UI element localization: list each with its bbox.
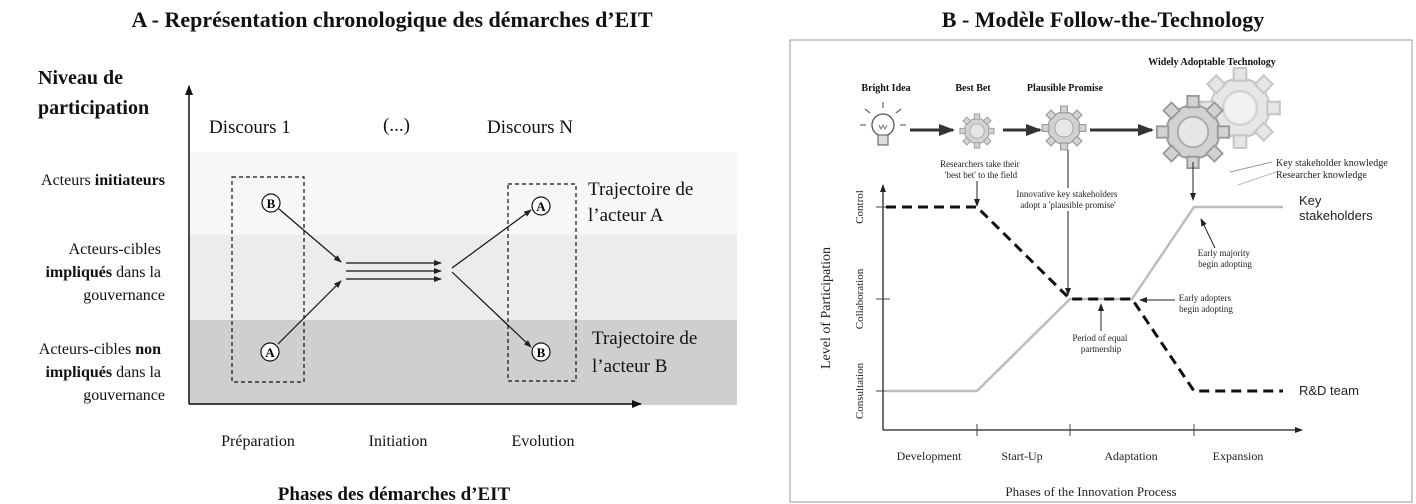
trajectory-b-in xyxy=(278,208,342,263)
key-knowledge-pointer xyxy=(1229,161,1273,173)
discourse-1-label: Discours 1 xyxy=(209,117,291,138)
stage-best-bet: Best Bet xyxy=(955,83,991,94)
b-phase-startup: Start-Up xyxy=(1001,449,1042,463)
phase-evolution: Evolution xyxy=(511,433,574,450)
key-stakeholders-label: Key stakeholders xyxy=(1299,193,1373,223)
level-initiators: Acteurs initiateurs xyxy=(41,172,165,189)
panel-b: B - Modèle Follow-the-Technology Bright … xyxy=(789,7,1413,503)
svg-text:A: A xyxy=(265,345,275,360)
innovative-annotation: Innovative key stakeholders adopt a 'pla… xyxy=(1016,189,1119,210)
phase-preparation: Préparation xyxy=(221,433,295,450)
preparation-dashed-box xyxy=(231,176,305,383)
trajectory-a-out xyxy=(451,209,532,269)
trajectory-b-out xyxy=(451,271,532,348)
lightbulb-icon xyxy=(860,102,906,146)
node-b-end: B xyxy=(531,342,551,362)
panel-b-title: B - Modèle Follow-the-Technology xyxy=(942,7,1264,32)
svg-text:A: A xyxy=(536,199,546,214)
best-bet-gear-icon xyxy=(959,113,995,149)
node-a-end: A xyxy=(531,196,551,216)
stage-plausible-promise: Plausible Promise xyxy=(1027,83,1104,94)
discourse-n-label: Discours N xyxy=(487,117,573,138)
early-adopters-annotation: Early adopters begin adopting xyxy=(1179,293,1234,314)
trajectory-a-in xyxy=(277,280,342,345)
trajectory-a-label-line2: l’acteur A xyxy=(588,205,664,226)
phase-initiation: Initiation xyxy=(369,433,428,450)
plausible-promise-gear-icon xyxy=(1041,105,1087,151)
panel-a-title: A - Représentation chronologique des dém… xyxy=(131,7,652,32)
b-y-tick-control: Control xyxy=(854,190,866,224)
equal-partnership-annotation: Period of equal partnership xyxy=(1072,333,1129,354)
level-not-involved: Acteurs-cibles non impliqués dans la gou… xyxy=(39,341,165,404)
stage-widely-adoptable: Widely Adoptable Technology xyxy=(1148,57,1276,68)
discourse-dots-label: (...) xyxy=(383,115,410,136)
trajectory-b-label-line1: Trajectoire de xyxy=(592,328,697,349)
trajectory-b-label-line2: l’acteur B xyxy=(592,356,667,377)
band-involved xyxy=(189,235,737,320)
early-majority-pointer xyxy=(1200,218,1216,249)
key-stakeholder-gear-icon xyxy=(1155,94,1231,170)
b-phase-development: Development xyxy=(897,449,962,463)
key-knowledge-label: Key stakeholder knowledge xyxy=(1276,158,1388,169)
y-axis-label-line1: Niveau de xyxy=(38,67,123,89)
key-stakeholders-line xyxy=(886,205,1283,393)
panel-a: A - Représentation chronologique des dém… xyxy=(38,7,737,504)
b-phase-expansion: Expansion xyxy=(1213,449,1264,463)
b-y-tick-collaboration: Collaboration xyxy=(854,268,866,329)
b-phase-adaptation: Adaptation xyxy=(1104,449,1157,463)
y-axis-label-line2: participation xyxy=(38,97,149,119)
rd-team-line xyxy=(886,205,1283,393)
b-y-tick-consultation: Consultation xyxy=(854,362,866,419)
b-y-axis-label: Level of Participation xyxy=(819,247,834,369)
node-a-start: A xyxy=(260,342,280,362)
panel-b-frame xyxy=(789,39,1413,503)
svg-text:B: B xyxy=(537,345,546,360)
researchers-annotation: Researchers take their 'best bet' to the… xyxy=(940,159,1022,180)
rd-team-label: R&D team xyxy=(1299,383,1359,398)
node-b-start: B xyxy=(261,193,281,213)
x-axis-label: Phases des démarches d’EIT xyxy=(278,484,511,504)
b-x-axis-label: Phases of the Innovation Process xyxy=(1005,484,1176,499)
early-majority-annotation: Early majority begin adopting xyxy=(1198,248,1253,269)
level-involved: Acteurs-cibles impliqués dans la gouvern… xyxy=(45,241,165,304)
svg-text:B: B xyxy=(267,196,276,211)
researcher-knowledge-pointer xyxy=(1237,171,1277,186)
researcher-knowledge-label: Researcher knowledge xyxy=(1276,170,1367,181)
band-initiators xyxy=(189,152,737,235)
trajectory-a-label-line1: Trajectoire de xyxy=(588,179,693,200)
band-not-involved xyxy=(189,320,737,405)
stage-bright-idea: Bright Idea xyxy=(861,83,910,94)
